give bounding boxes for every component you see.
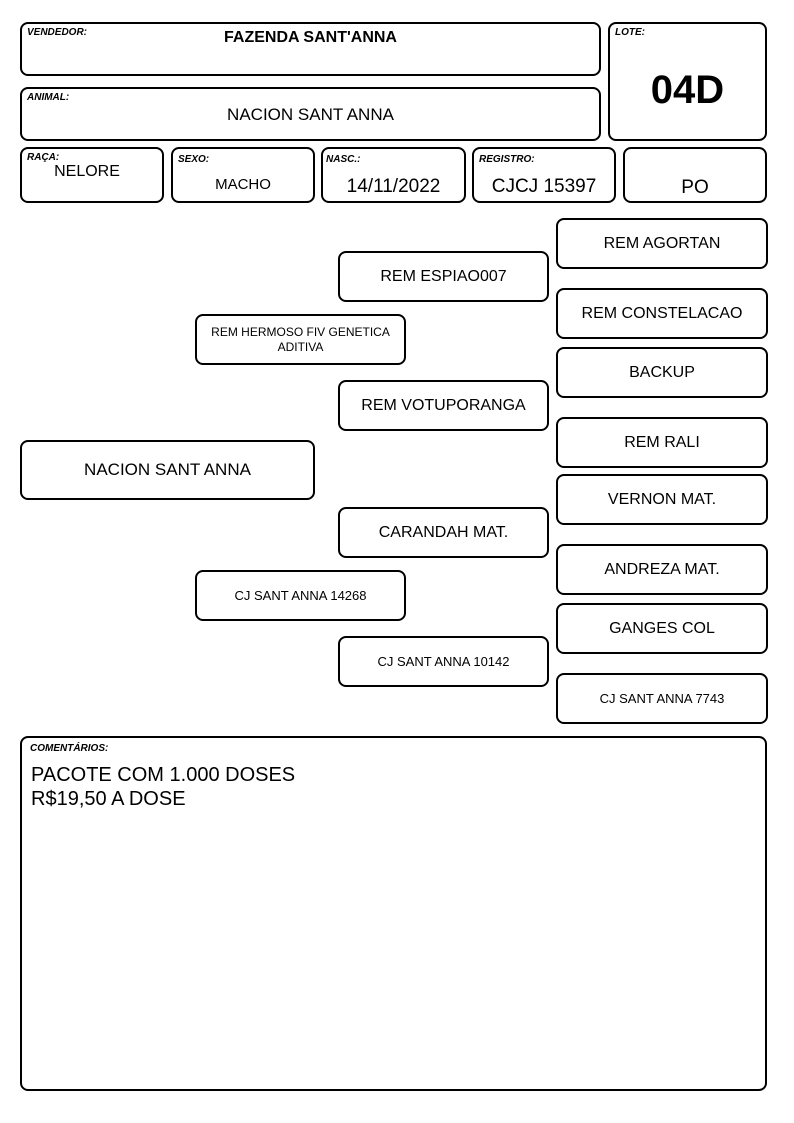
pedigree-ggp-5: VERNON MAT.	[556, 474, 768, 525]
pedigree-ggp-4: REM RALI	[556, 417, 768, 468]
nasc-box: NASC.: 14/11/2022	[321, 147, 466, 203]
animal-value: NACION SANT ANNA	[227, 105, 394, 124]
nasc-value: 14/11/2022	[346, 176, 441, 197]
pedigree-dam: CJ SANT ANNA 14268	[195, 570, 406, 621]
registro-label: REGISTRO:	[479, 154, 535, 165]
pedigree-ggp-3: BACKUP	[556, 347, 768, 398]
sexo-box: SEXO: MACHO	[171, 147, 315, 203]
pedigree-ggp-2: REM CONSTELACAO	[556, 288, 768, 339]
categoria-box: PO	[623, 147, 767, 203]
pedigree-animal: NACION SANT ANNA	[20, 440, 315, 500]
comments-line-1: PACOTE COM 1.000 DOSES	[31, 764, 296, 786]
vendedor-value: FAZENDA SANT'ANNA	[224, 29, 397, 46]
vendedor-label: VENDEDOR:	[27, 27, 88, 38]
pedigree-sire-sire: REM ESPIAO007	[338, 251, 549, 302]
raca-box: RAÇA: NELORE	[20, 147, 164, 203]
lote-value: 04D	[650, 68, 725, 112]
comments-text: PACOTE COM 1.000 DOSES R$19,50 A DOSE	[31, 763, 295, 811]
comments-box: COMENTÁRIOS: PACOTE COM 1.000 DOSES R$19…	[20, 736, 767, 1091]
vendedor-box: VENDEDOR: FAZENDA SANT'ANNA	[20, 22, 601, 76]
categoria-value: PO	[681, 177, 709, 198]
pedigree-dam-dam: CJ SANT ANNA 10142	[338, 636, 549, 687]
pedigree-ggp-8: CJ SANT ANNA 7743	[556, 673, 768, 724]
pedigree-sire-dam: REM VOTUPORANGA	[338, 380, 549, 431]
sexo-value: MACHO	[215, 176, 271, 193]
raca-value: NELORE	[54, 163, 120, 180]
animal-label: ANIMAL:	[27, 92, 70, 103]
comments-line-2: R$19,50 A DOSE	[31, 788, 186, 810]
pedigree-sire: REM HERMOSO FIV GENETICA ADITIVA	[195, 314, 406, 365]
pedigree-ggp-6: ANDREZA MAT.	[556, 544, 768, 595]
registro-box: REGISTRO: CJCJ 15397	[472, 147, 616, 203]
pedigree-ggp-7: GANGES COL	[556, 603, 768, 654]
lote-box: LOTE: 04D	[608, 22, 767, 141]
nasc-label: NASC.:	[326, 154, 361, 165]
raca-label: RAÇA:	[27, 152, 60, 163]
sexo-label: SEXO:	[178, 154, 210, 165]
pedigree-ggp-1: REM AGORTAN	[556, 218, 768, 269]
pedigree-dam-sire: CARANDAH MAT.	[338, 507, 549, 558]
lote-label: LOTE:	[615, 27, 645, 38]
animal-box: ANIMAL: NACION SANT ANNA	[20, 87, 601, 141]
comments-label: COMENTÁRIOS:	[30, 743, 109, 754]
registro-value: CJCJ 15397	[491, 176, 597, 197]
